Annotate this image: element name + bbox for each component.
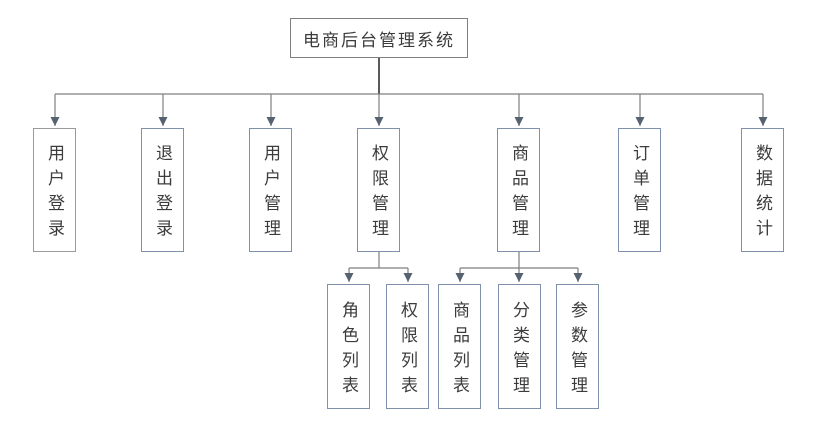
node-label: 商品管理 [509,144,528,244]
node-label: 权限列表 [398,300,417,401]
node-goods-management: 商品管理 [497,128,540,252]
node-label: 权限管理 [369,144,388,244]
node-user-login: 用户登录 [33,128,76,252]
node-category-management: 分类管理 [498,284,541,409]
node-logout: 退出登录 [141,128,184,252]
node-label: 参数管理 [568,300,587,401]
node-label: 商品列表 [450,300,469,401]
node-label: 订单管理 [630,144,649,244]
node-goods-list: 商品列表 [438,284,481,409]
node-label: 角色列表 [339,300,358,401]
node-label: 分类管理 [510,300,529,401]
node-user-management: 用户管理 [249,128,292,252]
node-permission-list: 权限列表 [386,284,429,409]
node-root: 电商后台管理系统 [290,18,468,58]
node-role-list: 角色列表 [327,284,370,409]
node-data-statistics: 数据统计 [741,128,784,252]
node-label: 用户管理 [261,144,280,244]
node-order-management: 订单管理 [618,128,661,252]
node-label: 用户登录 [45,144,64,244]
node-parameter-management: 参数管理 [556,284,599,409]
node-label: 电商后台管理系统 [303,30,455,50]
node-label: 退出登录 [153,144,172,244]
node-label: 数据统计 [753,144,772,244]
node-permission-management: 权限管理 [357,128,400,252]
